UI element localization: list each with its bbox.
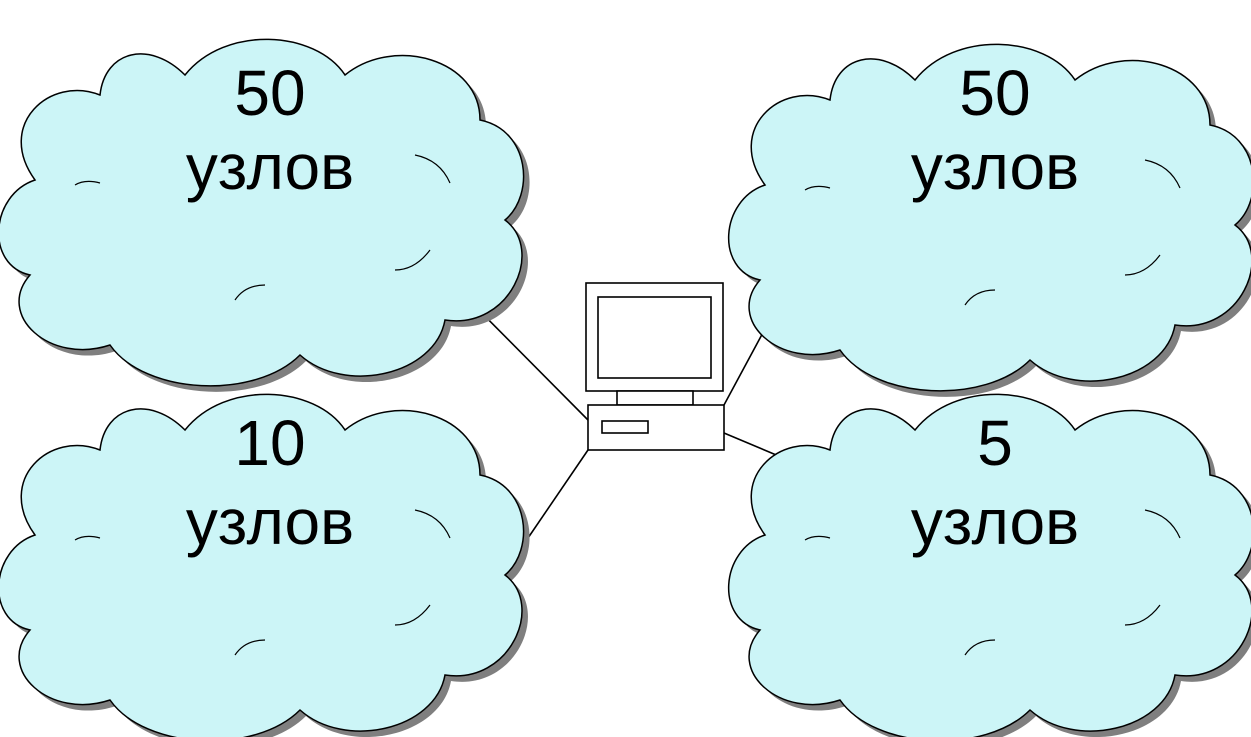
cloud-bottom-left: 10 узлов	[0, 393, 530, 737]
cloud-unit-top-left: узлов	[186, 131, 354, 203]
cloud-unit-top-right: узлов	[911, 131, 1079, 203]
monitor	[585, 282, 724, 392]
cloud-count-top-right: 50	[959, 57, 1030, 129]
computer-icon	[585, 282, 725, 451]
cloud-count-bottom-left: 10	[234, 407, 305, 479]
cloud-unit-bottom-left: узлов	[186, 486, 354, 558]
cloud-unit-bottom-right: узлов	[911, 486, 1079, 558]
cloud-count-top-left: 50	[234, 57, 305, 129]
link-bottom-left	[527, 449, 589, 539]
cloud-count-bottom-right: 5	[977, 407, 1013, 479]
cloud-top-right: 50 узлов	[727, 43, 1251, 397]
cloud-top-left: 50 узлов	[0, 38, 530, 392]
drive-slot	[601, 420, 649, 434]
cloud-bottom-right: 5 узлов	[727, 393, 1251, 737]
monitor-stand	[616, 390, 694, 406]
system-unit	[587, 404, 725, 451]
